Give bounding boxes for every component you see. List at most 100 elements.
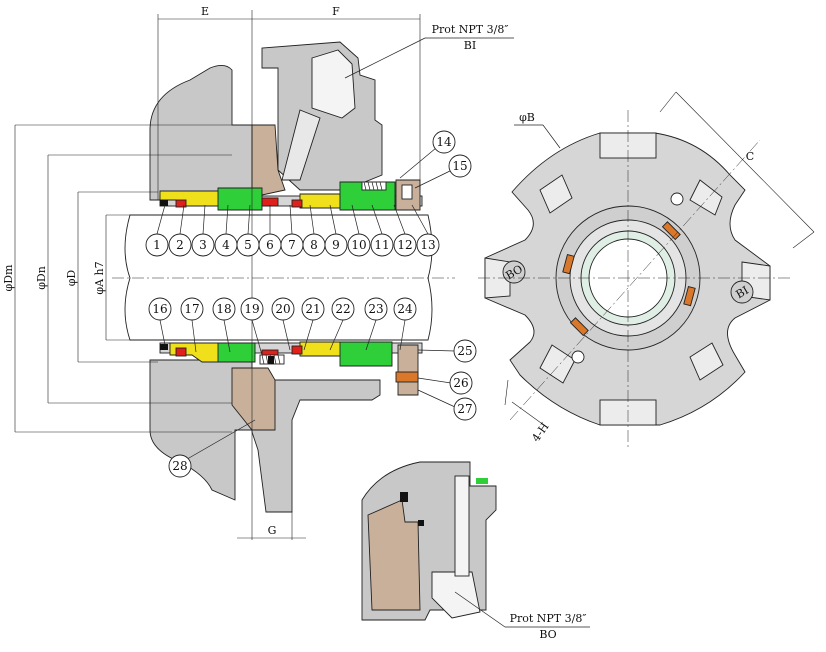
balloon-22: 22	[331, 297, 355, 321]
svg-text:1: 1	[153, 238, 161, 252]
black-pin-lower	[160, 344, 168, 350]
balloon-17: 17	[180, 297, 204, 321]
detail-green	[476, 478, 488, 484]
balloon-16: 16	[148, 297, 172, 321]
svg-text:6: 6	[266, 238, 274, 252]
dim-f-label: F	[332, 5, 340, 18]
bi-port-channel	[311, 49, 356, 119]
spring-upper	[361, 181, 387, 191]
svg-text:19: 19	[244, 302, 259, 316]
port-bo-code: BO	[539, 628, 556, 641]
svg-text:3: 3	[199, 238, 207, 252]
balloon-4: 4	[214, 233, 238, 257]
balloons-upper: 1 2 3 4 5 6 7 8 9 10 11 12 13 14 15	[145, 130, 472, 257]
red-oring-lower-1	[175, 347, 187, 357]
detail-black-2	[418, 520, 424, 526]
balloon-11: 11	[370, 233, 394, 257]
port-bo-label: Prot NPT 3/8″	[510, 612, 587, 625]
balloon-2: 2	[168, 233, 192, 257]
red-oring-upper-2	[261, 197, 279, 207]
svg-text:13: 13	[420, 238, 435, 252]
balloon-6: 6	[258, 233, 282, 257]
port-bi-label: Prot NPT 3/8″	[432, 23, 509, 36]
yellow-ring-lower-2	[299, 341, 346, 357]
svg-text:28: 28	[172, 459, 187, 473]
green-ring-lower-1	[217, 342, 256, 363]
svg-text:21: 21	[305, 302, 320, 316]
svg-text:11: 11	[374, 238, 389, 252]
bolt-hole-2	[571, 350, 585, 364]
red-oring-upper-3	[291, 199, 303, 208]
shaft	[124, 214, 433, 341]
detail-port-bore	[454, 475, 470, 577]
balloons-lower: 16 17 18 19 20 21 22 23 24 25 26 27 28	[148, 297, 477, 478]
dim-c-label: C	[746, 150, 754, 163]
balloon-23: 23	[364, 297, 388, 321]
balloon-5: 5	[236, 233, 260, 257]
bolt-hole-1	[670, 192, 684, 206]
balloon-27: 27	[453, 397, 477, 421]
gland-tan-lower	[231, 367, 276, 431]
dim-b-label: φB	[519, 111, 535, 124]
svg-text:18: 18	[216, 302, 231, 316]
balloon-24: 24	[393, 297, 417, 321]
balloon-14: 14	[432, 130, 456, 154]
balloon-9: 9	[324, 233, 348, 257]
gland-body-lower	[251, 379, 381, 513]
balloon-13: 13	[416, 233, 440, 257]
clip-3	[683, 285, 696, 307]
svg-text:20: 20	[275, 302, 290, 316]
svg-text:17: 17	[184, 302, 199, 316]
port-bi-code: BI	[464, 39, 476, 52]
balloon-25: 25	[453, 339, 477, 363]
svg-text:5: 5	[244, 238, 252, 252]
svg-text:10: 10	[351, 238, 366, 252]
balloon-19: 19	[240, 297, 264, 321]
clip-4	[569, 317, 589, 337]
balloon-20: 20	[271, 297, 295, 321]
balloon-18: 18	[212, 297, 236, 321]
orange-screw-lower	[395, 371, 419, 383]
svg-text:23: 23	[368, 302, 383, 316]
red-oring-upper-1	[175, 199, 187, 208]
svg-text:7: 7	[288, 238, 296, 252]
detail-channel	[431, 571, 481, 619]
balloon-3: 3	[191, 233, 215, 257]
svg-text:26: 26	[453, 376, 468, 390]
balloon-12: 12	[393, 233, 417, 257]
svg-text:25: 25	[457, 344, 472, 358]
section-view: E F φDm φDn φD φA h7 G Prot NPT 3/8″ BI	[2, 5, 514, 540]
balloon-26: 26	[449, 371, 473, 395]
balloon-1: 1	[145, 233, 169, 257]
dim-a-label: φA h7	[93, 261, 106, 294]
svg-text:24: 24	[397, 302, 413, 316]
svg-text:14: 14	[436, 135, 452, 149]
dim-e-label: E	[201, 5, 209, 18]
clip-1	[562, 253, 575, 275]
svg-text:2: 2	[176, 238, 184, 252]
black-pin-mid	[268, 356, 274, 364]
set-screw-upper	[401, 184, 413, 200]
svg-text:16: 16	[152, 302, 167, 316]
svg-text:15: 15	[452, 159, 467, 173]
dim-g-label: G	[268, 524, 277, 537]
lock-collar-lower	[397, 344, 419, 396]
balloon-28: 28	[168, 454, 192, 478]
black-pin-upper	[160, 200, 168, 206]
svg-text:12: 12	[397, 238, 412, 252]
detail-black-1	[400, 492, 408, 502]
detail-view: Prot NPT 3/8″ BO	[361, 461, 590, 641]
balloon-leaders	[156, 204, 429, 356]
svg-text:9: 9	[332, 238, 340, 252]
green-ring-upper-1	[217, 187, 263, 211]
dim-dn-label: φDn	[35, 266, 48, 290]
green-ring-lower-2	[339, 341, 393, 367]
housing-upper	[149, 65, 253, 201]
balloon-15: 15	[448, 154, 472, 178]
yellow-ring-upper-2	[299, 193, 341, 209]
svg-text:27: 27	[457, 402, 472, 416]
balloon-10: 10	[347, 233, 371, 257]
dim-4h-label: 4-H	[529, 420, 551, 444]
balloon-7: 7	[280, 233, 304, 257]
